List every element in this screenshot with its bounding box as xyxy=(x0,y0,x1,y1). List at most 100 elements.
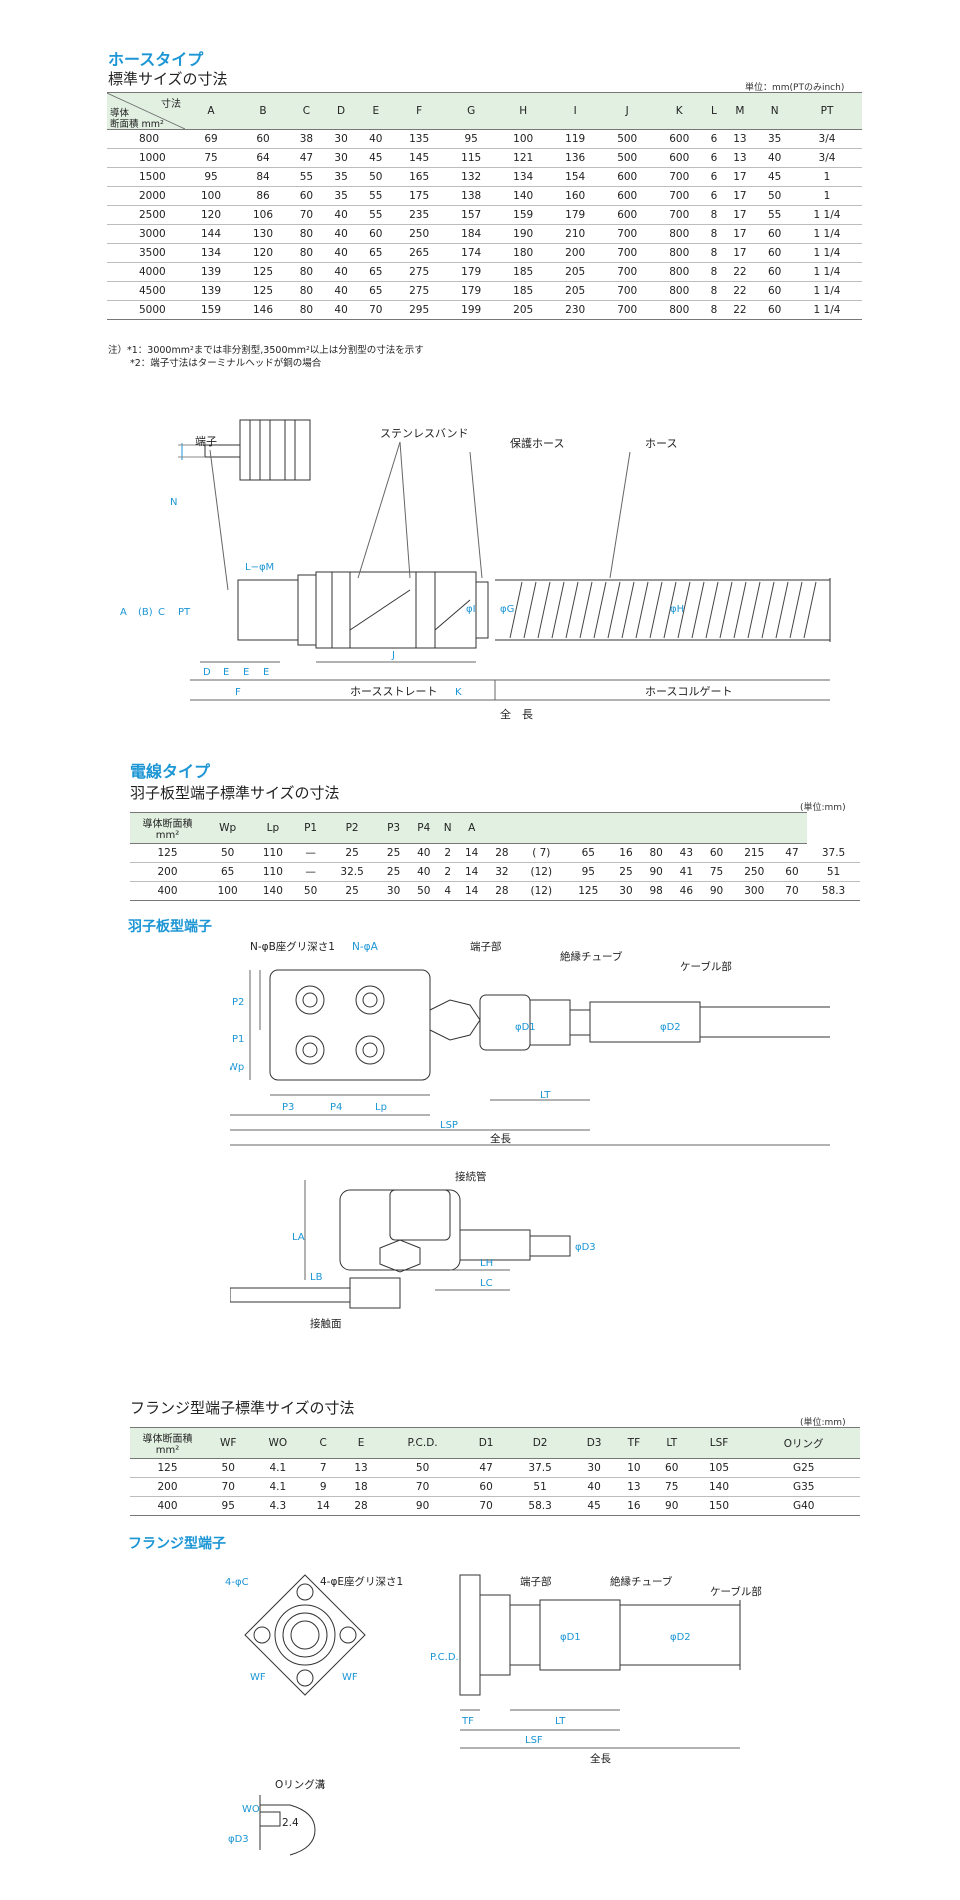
dim-D: D xyxy=(203,667,211,678)
wire-col-header xyxy=(731,812,777,844)
table-cell: 16 xyxy=(614,1496,653,1516)
label-corrugate: ホースコルゲート xyxy=(645,685,732,698)
table-cell: 58.3 xyxy=(507,1496,574,1516)
flange-col-header: WF xyxy=(205,1427,252,1459)
table-cell: 13 xyxy=(614,1477,653,1497)
label-connect-pipe: 接続管 xyxy=(455,1170,487,1183)
table-cell: 1 1/4 xyxy=(791,281,862,301)
table-cell: 295 xyxy=(393,300,446,320)
table-cell: 140 xyxy=(250,881,296,901)
table-cell: 1 1/4 xyxy=(791,262,862,282)
table-cell: 80 xyxy=(289,243,324,263)
wire-section-title: 電線タイプ xyxy=(130,762,211,781)
table-cell: 40 xyxy=(323,224,359,244)
dim-Wp: Wp xyxy=(230,1062,244,1073)
dim-phiD1: φD1 xyxy=(515,1022,536,1033)
label-oring: Oリング溝 xyxy=(275,1778,326,1791)
table-cell: 84 xyxy=(237,167,290,187)
header-first-line2: mm² xyxy=(155,830,180,841)
table-cell: 105 xyxy=(690,1458,748,1478)
wire-col-header: P1 xyxy=(295,812,326,844)
table-cell: 185 xyxy=(497,281,550,301)
wire-col-header xyxy=(776,812,808,844)
dim-Wf-left: WF xyxy=(250,1672,266,1683)
flange-col-header: E xyxy=(342,1427,380,1459)
label-4phiE: 4-φE座グリ深さ1 xyxy=(320,1575,403,1588)
table-cell: 69 xyxy=(185,129,238,149)
corner-label-top: 寸法 xyxy=(161,99,181,110)
table-cell: 3/4 xyxy=(791,148,862,168)
dim-C: C xyxy=(158,607,165,618)
table-cell: 47 xyxy=(465,1458,507,1478)
hose-col-header: D xyxy=(323,92,359,130)
table-cell: 47 xyxy=(289,148,324,168)
table-cell: 13 xyxy=(722,129,758,149)
table-cell: 136 xyxy=(549,148,602,168)
table-cell: 230 xyxy=(549,300,602,320)
flange-col-header: LT xyxy=(652,1427,691,1459)
table-cell: 50 xyxy=(295,881,326,901)
table-cell: 215 xyxy=(731,843,777,863)
table-cell: 265 xyxy=(393,243,446,263)
hose-col-header: G xyxy=(445,92,498,130)
hose-section-title: ホースタイプ xyxy=(108,50,204,69)
flange-diagram: 4-φC WF WF P.C.D. TF LT LSF φD1 φD2 WO φ… xyxy=(225,1574,762,1856)
table-cell: 80 xyxy=(289,300,324,320)
table-cell: 6 xyxy=(705,167,723,187)
table-cell: 16 xyxy=(610,843,642,863)
table-cell: G40 xyxy=(747,1496,860,1516)
flange-diagram-title: フランジ型端子 xyxy=(128,1536,226,1552)
table-cell: 235 xyxy=(393,205,446,225)
table-cell: 165 xyxy=(393,167,446,187)
flange-tube xyxy=(539,1599,621,1671)
table-cell: 64 xyxy=(237,148,290,168)
table-cell: 60 xyxy=(289,186,324,206)
flange-col-header: LSF xyxy=(690,1427,748,1459)
table-cell: 8 xyxy=(705,300,723,320)
table-cell: 125 xyxy=(130,843,205,863)
dim-phiD2: φD2 xyxy=(660,1022,681,1033)
dim-F: F xyxy=(235,687,241,698)
hose-col-header: I xyxy=(549,92,602,130)
table-cell: 174 xyxy=(445,243,498,263)
table-cell: 159 xyxy=(185,300,238,320)
wire-col-header: P4 xyxy=(408,812,439,844)
table-cell: 4.1 xyxy=(251,1477,305,1497)
table-cell: 8 xyxy=(705,243,723,263)
table-cell: 30 xyxy=(323,129,359,149)
dim-Wf-right: WF xyxy=(342,1672,358,1683)
table-cell: 600 xyxy=(653,129,706,149)
header-first-line2: mm² xyxy=(155,1445,180,1456)
table-cell: 40 xyxy=(323,243,359,263)
table-cell: 145 xyxy=(393,148,446,168)
wire-diagram-title: 羽子板型端子 xyxy=(128,919,212,935)
table-cell: 90 xyxy=(652,1496,691,1516)
table-cell: 4.1 xyxy=(251,1458,305,1478)
table-cell: 14 xyxy=(456,881,487,901)
table-cell: 41 xyxy=(671,862,702,882)
table-cell: 17 xyxy=(722,243,758,263)
table-cell: 115 xyxy=(445,148,498,168)
hose-diagram: N A (B) C PT D E E E F J K φI φG φH L−φM… xyxy=(120,419,831,721)
table-cell: 60 xyxy=(776,862,808,882)
table-cell: 157 xyxy=(445,205,498,225)
dim-Wo: WO xyxy=(242,1804,260,1815)
table-cell: 800 xyxy=(653,243,706,263)
table-cell: 2 xyxy=(438,862,457,882)
table-cell: 32 xyxy=(486,862,517,882)
table-cell: 275 xyxy=(393,281,446,301)
dim-phiH: φH xyxy=(670,604,684,615)
table-cell: 95 xyxy=(565,862,611,882)
table-cell: 50 xyxy=(379,1458,466,1478)
table-cell: 144 xyxy=(185,224,238,244)
label-lm: L−φM xyxy=(245,562,274,573)
wire-col-header: Wp xyxy=(205,812,251,844)
table-cell: 110 xyxy=(250,862,296,882)
